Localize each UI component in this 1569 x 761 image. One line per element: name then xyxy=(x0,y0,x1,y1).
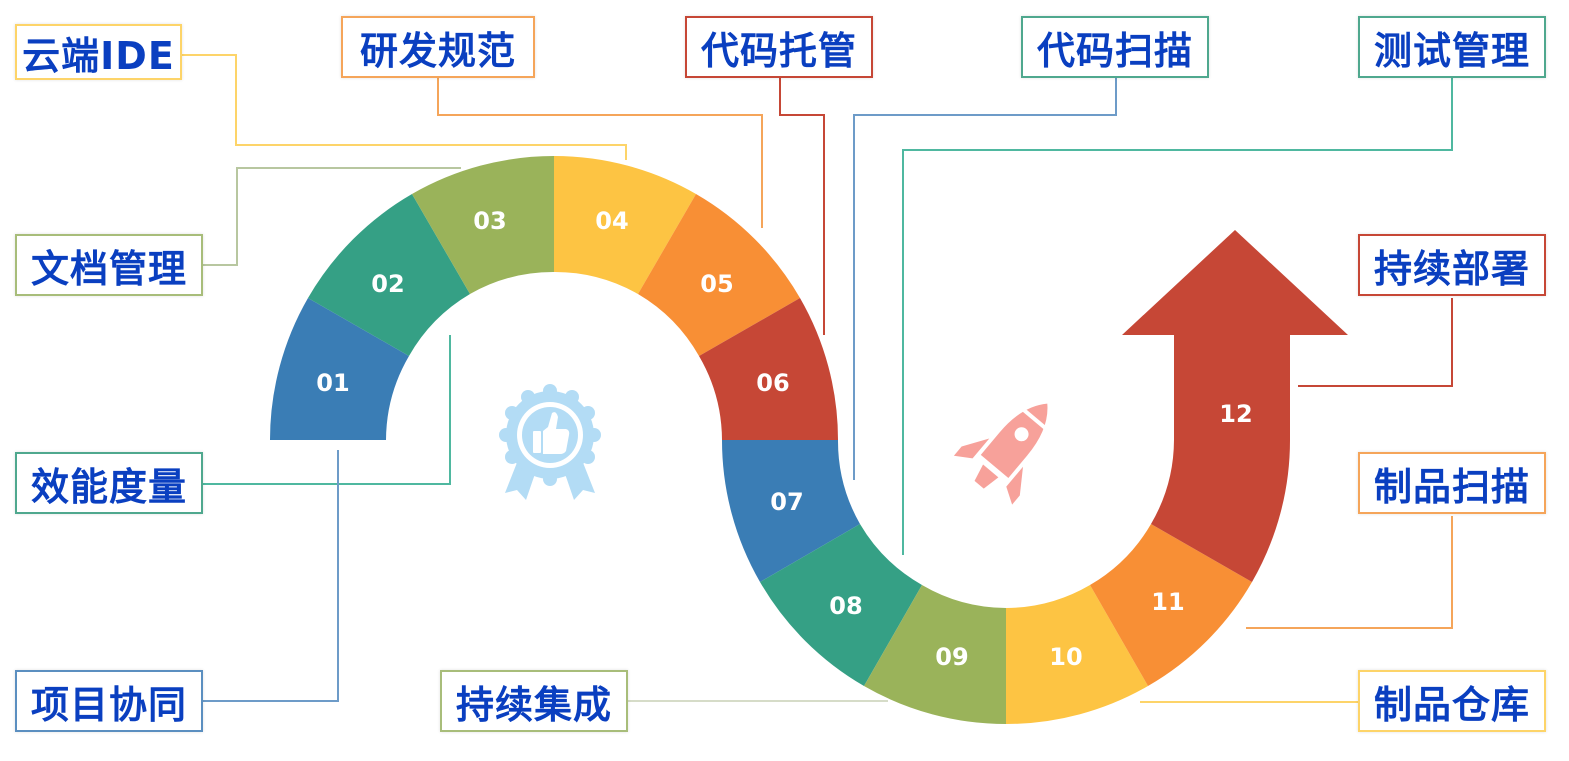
connector-xiangmu-xietong xyxy=(202,450,339,702)
connector-lines xyxy=(182,54,1453,703)
segment-01[interactable] xyxy=(270,298,409,440)
segment-number-02: 02 xyxy=(371,270,404,298)
segment-11[interactable] xyxy=(1090,524,1252,686)
label-daima-tuoguan[interactable]: 代码托管 xyxy=(685,16,873,78)
connector-yanfa-guifan xyxy=(437,78,763,228)
segment-04[interactable] xyxy=(554,155,696,294)
segment-number-08: 08 xyxy=(829,592,862,620)
segment-08[interactable] xyxy=(760,524,922,686)
segment-number-09: 09 xyxy=(935,643,968,671)
segment-number-07: 07 xyxy=(770,488,803,516)
thumbs-up-award-badge-icon xyxy=(499,384,601,500)
connector-ceshi-guanli xyxy=(902,78,1453,555)
segment-number-04: 04 xyxy=(595,207,628,235)
connector-daima-saomiao xyxy=(853,78,1117,480)
label-wendang-guanli[interactable]: 文档管理 xyxy=(15,234,203,296)
label-yanfa-guifan[interactable]: 研发规范 xyxy=(341,16,535,78)
rocket-icon xyxy=(953,403,1052,505)
segment-number-05: 05 xyxy=(700,270,733,298)
segment-number-11: 11 xyxy=(1151,588,1184,616)
top-arch xyxy=(270,155,838,440)
segment-number-06: 06 xyxy=(756,369,789,397)
connector-xiaoneng-duliang xyxy=(202,335,451,485)
segment-12-arrow[interactable] xyxy=(1122,230,1348,582)
segment-09[interactable] xyxy=(864,585,1006,725)
segment-02[interactable] xyxy=(308,194,470,356)
label-chixu-jicheng[interactable]: 持续集成 xyxy=(440,670,628,732)
connector-zhipin-saomiao xyxy=(1246,516,1453,629)
label-xiaoneng-duliang[interactable]: 效能度量 xyxy=(15,452,203,514)
segment-number-01: 01 xyxy=(316,369,349,397)
segment-03[interactable] xyxy=(412,155,554,294)
segment-numbers: 01 02 03 04 05 06 07 08 09 10 11 12 xyxy=(316,207,1252,671)
label-daima-saomiao[interactable]: 代码扫描 xyxy=(1021,16,1209,78)
segment-10[interactable] xyxy=(1006,585,1148,725)
segment-number-12: 12 xyxy=(1219,400,1252,428)
segment-number-10: 10 xyxy=(1049,643,1082,671)
label-chixu-bushu[interactable]: 持续部署 xyxy=(1358,234,1546,296)
connector-wendang-guanli xyxy=(202,167,461,266)
segment-07[interactable] xyxy=(722,440,860,582)
bottom-arch xyxy=(722,230,1348,725)
label-ceshi-guanli[interactable]: 测试管理 xyxy=(1358,16,1546,78)
label-yunduan-ide[interactable]: 云端IDE xyxy=(15,24,182,80)
connector-chixu-bushu xyxy=(1298,298,1453,387)
label-xiangmu-xietong[interactable]: 项目协同 xyxy=(15,670,203,732)
segment-05[interactable] xyxy=(638,194,800,356)
connector-daima-tuoguan xyxy=(779,78,825,335)
label-zhipin-saomiao[interactable]: 制品扫描 xyxy=(1358,452,1546,514)
connector-yundan-ide xyxy=(182,54,627,160)
segment-06[interactable] xyxy=(699,298,838,440)
label-zhipin-cangku[interactable]: 制品仓库 xyxy=(1358,670,1546,732)
segment-number-03: 03 xyxy=(473,207,506,235)
